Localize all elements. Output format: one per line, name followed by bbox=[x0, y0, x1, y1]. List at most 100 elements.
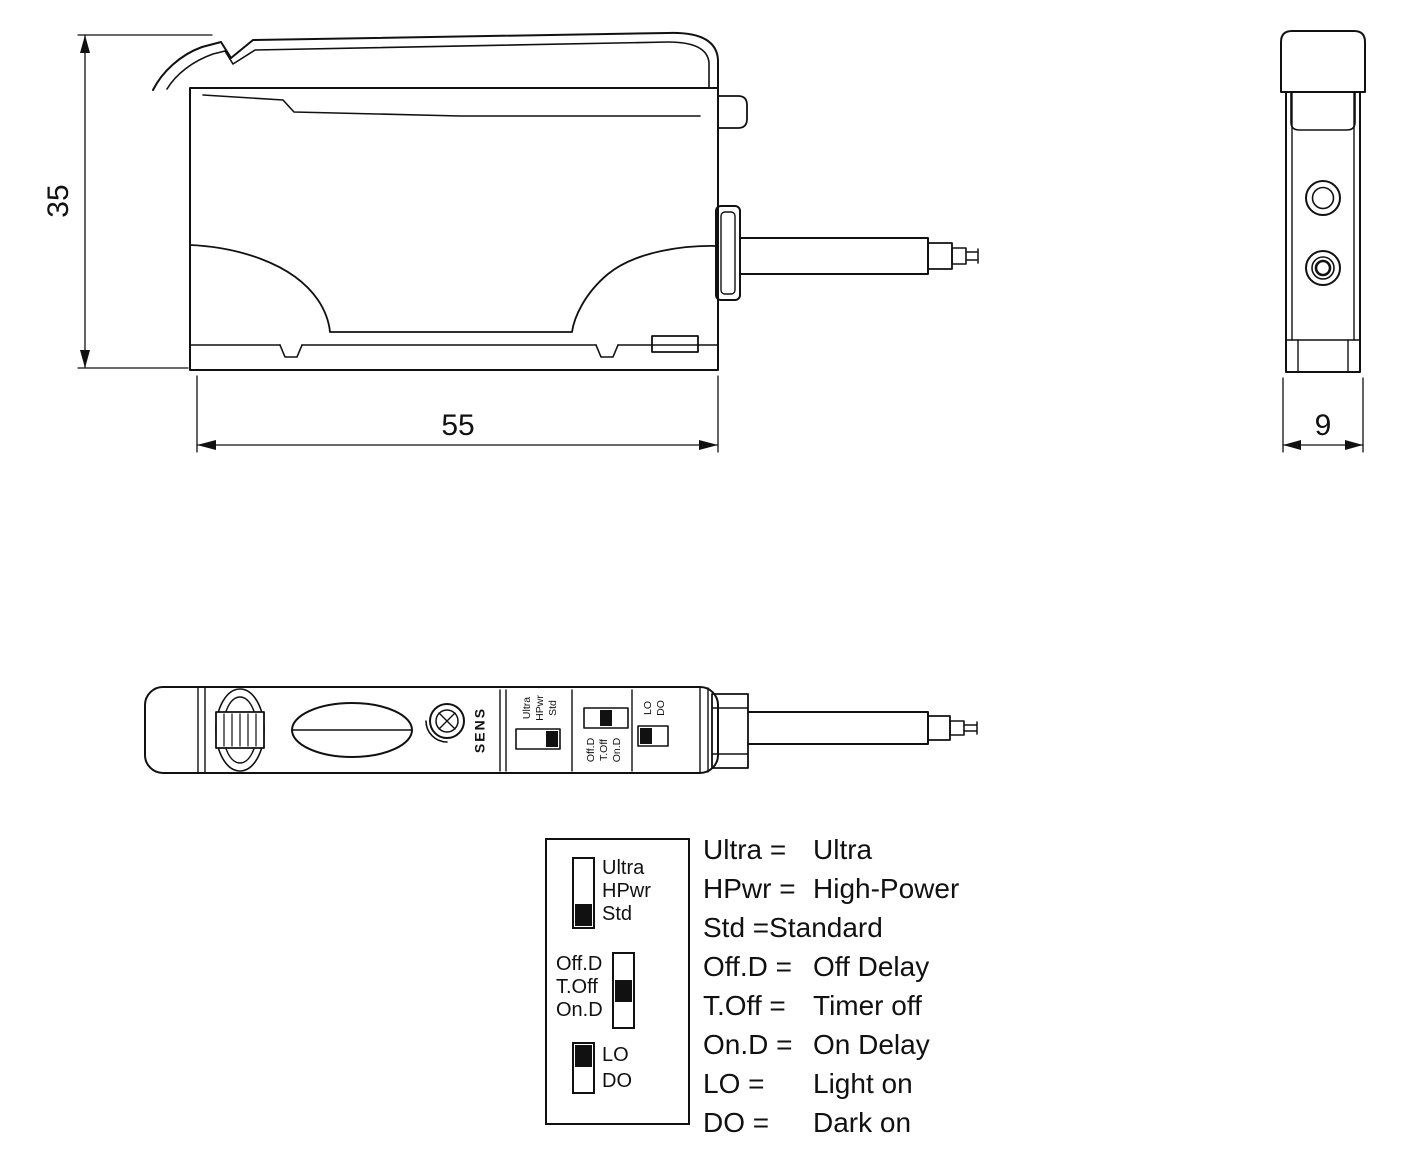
legend-definition: Off Delay bbox=[813, 951, 930, 982]
end-view bbox=[1280, 30, 1366, 373]
label-hpwr: HPwr bbox=[602, 880, 651, 902]
device-power-switch-slider bbox=[546, 731, 558, 747]
legend-definition: Dark on bbox=[813, 1107, 912, 1138]
height-dimension-label: 35 bbox=[42, 184, 75, 217]
power-switch-detail bbox=[572, 857, 595, 929]
device-timer-label-offd: Off.D bbox=[585, 737, 597, 762]
output-switch-detail bbox=[572, 1042, 595, 1094]
cable-gland bbox=[715, 205, 741, 301]
label-offd: Off.D bbox=[556, 953, 603, 975]
width-dimension-label: 55 bbox=[441, 409, 474, 442]
sens-adjuster-inner bbox=[435, 709, 459, 733]
fiber-port-top-inner bbox=[1311, 186, 1335, 210]
legend-row-lo: LO = Light on bbox=[703, 1064, 1163, 1103]
timer-switch-slider bbox=[615, 980, 632, 1002]
device-timer-label-ond: On.D bbox=[611, 737, 623, 762]
fiber-port-bottom-inner bbox=[1314, 259, 1332, 277]
end-cover-front bbox=[1290, 91, 1356, 131]
right-end-lines bbox=[699, 687, 709, 773]
power-switch-slider bbox=[575, 904, 592, 926]
cable bbox=[739, 237, 929, 275]
top-cable-connector bbox=[927, 715, 951, 741]
device-power-label-std: Std bbox=[547, 700, 559, 716]
legend-definition: Light on bbox=[813, 1068, 913, 1099]
device-power-switch bbox=[515, 728, 561, 750]
cover-outline bbox=[152, 31, 719, 91]
legend-definition: On Delay bbox=[813, 1029, 930, 1060]
legend-definition: Ultra bbox=[813, 834, 873, 865]
din-notches bbox=[279, 344, 619, 358]
label-do: DO bbox=[602, 1070, 632, 1092]
legend-row-hpwr: HPwr = High-Power bbox=[703, 869, 1163, 908]
cable-gland-inner bbox=[720, 211, 736, 295]
sens-adjuster-cross bbox=[438, 712, 456, 730]
legend-row-std: Std =Standard bbox=[703, 908, 1163, 947]
top-cable bbox=[747, 711, 929, 745]
legend-term: On.D = bbox=[703, 1029, 793, 1060]
label-ond: On.D bbox=[556, 999, 603, 1021]
cover-lip-line bbox=[202, 94, 701, 117]
device-power-label-hpwr: HPwr bbox=[534, 695, 546, 721]
end-body-inner-lines bbox=[1291, 91, 1355, 341]
cable-connector bbox=[927, 242, 953, 270]
device-output-switch-slider bbox=[640, 728, 652, 744]
depth-dimension-label: 9 bbox=[1315, 409, 1332, 442]
label-ultra: Ultra bbox=[602, 857, 645, 879]
power-switch-labels: Ultra HPwr Std bbox=[602, 857, 651, 926]
legend-term: DO = bbox=[703, 1107, 770, 1138]
cable-tip bbox=[951, 247, 967, 265]
legend-row-do: DO = Dark on bbox=[703, 1103, 1163, 1142]
legend-term: Ultra = bbox=[703, 834, 787, 865]
end-feet-lines bbox=[1297, 339, 1349, 373]
left-cap-lines bbox=[197, 687, 206, 773]
legend-row-toff: T.Off =Timer off bbox=[703, 986, 1163, 1025]
fiber-leads bbox=[965, 248, 979, 264]
label-std: Std bbox=[602, 903, 633, 925]
cover-inner-line bbox=[166, 41, 710, 90]
legend-term: Std = bbox=[703, 912, 770, 943]
label-toff: T.Off bbox=[556, 976, 598, 998]
output-switch-labels: LO DO bbox=[602, 1042, 632, 1094]
dimension-depth bbox=[1282, 377, 1364, 453]
top-body-outline bbox=[144, 686, 719, 774]
device-power-label-ultra: Ultra bbox=[521, 697, 533, 719]
panel-dividers bbox=[499, 689, 633, 772]
device-timer-switch bbox=[583, 707, 629, 729]
legend-row-ond: On.D = On Delay bbox=[703, 1025, 1163, 1064]
legend-definition: High-Power bbox=[813, 873, 960, 904]
sens-adjuster bbox=[429, 703, 465, 739]
label-lo: LO bbox=[602, 1044, 629, 1066]
fiber-port-bottom-mid bbox=[1311, 256, 1335, 280]
legend-definition: Standard bbox=[769, 912, 883, 943]
side-view bbox=[152, 31, 979, 371]
timer-switch-detail bbox=[612, 952, 635, 1029]
sens-label: SENS bbox=[472, 707, 488, 753]
fiber-port-top bbox=[1305, 180, 1341, 216]
device-output-label-do: DO bbox=[655, 700, 667, 716]
timer-switch-labels: Off.D T.Off On.D bbox=[556, 953, 603, 1022]
top-fiber-leads bbox=[963, 721, 978, 735]
technical-drawing: 35 55 9 SENS Ultra HPwr Std Off.D T.Off … bbox=[42, 30, 1366, 774]
end-body bbox=[1285, 91, 1361, 373]
legend-row-offd: Off.D = Off Delay bbox=[703, 947, 1163, 986]
device-timer-switch-slider bbox=[600, 710, 612, 726]
output-switch-slider bbox=[575, 1045, 592, 1067]
legend-term: HPwr = bbox=[703, 873, 796, 904]
mount-bracket bbox=[711, 693, 749, 769]
device-output-label-lo: LO bbox=[642, 701, 654, 715]
dimension-width bbox=[196, 375, 719, 453]
dip-switch-detail-box: Ultra HPwr Std Off.D T.Off On.D LO DO bbox=[545, 838, 690, 1125]
legend-definitions: Ultra = Ultra HPwr = High-Power Std =Stand… bbox=[703, 830, 1163, 1142]
mount-bracket-steps bbox=[711, 707, 749, 755]
fiber-port-bottom bbox=[1305, 250, 1341, 286]
top-view bbox=[144, 686, 978, 774]
device-output-switch bbox=[637, 725, 669, 747]
grip-hatching bbox=[223, 713, 257, 747]
din-clip bbox=[651, 335, 699, 353]
legend-row-ultra: Ultra = Ultra bbox=[703, 830, 1163, 869]
legend-term: Off.D = bbox=[703, 951, 792, 982]
legend-term: LO = bbox=[703, 1068, 765, 1099]
dimension-height bbox=[77, 34, 213, 369]
top-cable-tip bbox=[949, 720, 965, 736]
